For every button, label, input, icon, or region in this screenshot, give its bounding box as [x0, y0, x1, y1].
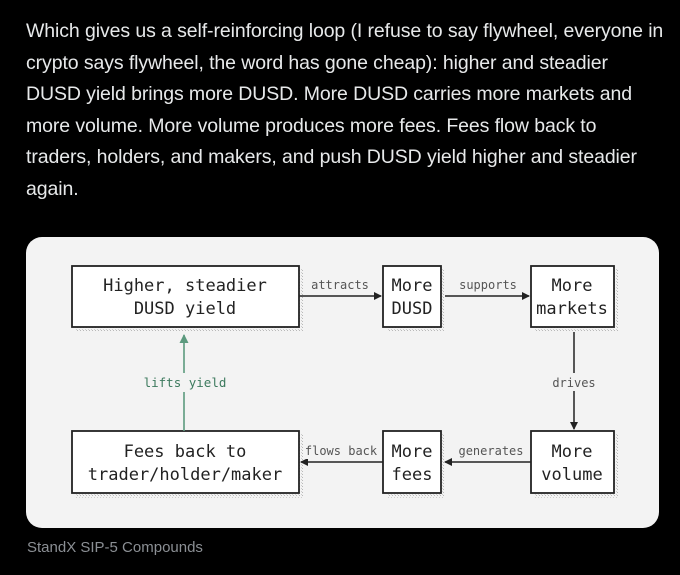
node-volume-line2: volume — [541, 465, 602, 485]
edge-attracts: attracts — [299, 277, 382, 300]
edge-attracts-label: attracts — [311, 278, 369, 292]
node-fees-back: Fees back to trader/holder/maker — [71, 430, 303, 498]
edge-flows-back-label: flows back — [305, 444, 378, 458]
node-more-volume: More volume — [530, 430, 618, 498]
edge-drives-label: drives — [552, 376, 595, 390]
edge-lifts-yield-label: lifts yield — [144, 375, 227, 390]
node-yield-line2: DUSD yield — [134, 299, 236, 319]
post-body-text: Which gives us a self-reinforcing loop (… — [26, 20, 664, 200]
edge-generates: generates — [444, 443, 531, 466]
post-image[interactable]: Higher, steadier DUSD yield More DUSD Mo… — [26, 237, 659, 528]
edge-generates-label: generates — [458, 444, 523, 458]
node-markets-line1: More — [552, 276, 593, 296]
flywheel-diagram: Higher, steadier DUSD yield More DUSD Mo… — [71, 265, 618, 498]
node-more-dusd: More DUSD — [382, 265, 445, 332]
edge-lifts-yield: lifts yield — [144, 334, 227, 431]
node-volume-line1: More — [552, 442, 593, 462]
node-fees-line1: More — [392, 442, 433, 462]
node-feesback-line2: trader/holder/maker — [88, 465, 282, 485]
edge-flows-back: flows back — [300, 443, 383, 466]
image-caption: StandX SIP-5 Compounds — [27, 539, 203, 556]
node-fees-line2: fees — [392, 465, 433, 485]
edge-supports: supports — [445, 277, 530, 300]
node-more-markets: More markets — [530, 265, 618, 332]
edge-supports-label: supports — [459, 278, 517, 292]
node-feesback-line1: Fees back to — [124, 442, 247, 462]
node-more-fees: More fees — [382, 430, 445, 498]
node-yield-line1: Higher, steadier — [103, 276, 267, 296]
node-markets-line2: markets — [536, 299, 608, 319]
node-dusd-line2: DUSD — [392, 299, 433, 319]
node-dusd-line1: More — [392, 276, 433, 296]
node-higher-steadier-yield: Higher, steadier DUSD yield — [71, 265, 303, 332]
edge-drives: drives — [551, 332, 597, 430]
